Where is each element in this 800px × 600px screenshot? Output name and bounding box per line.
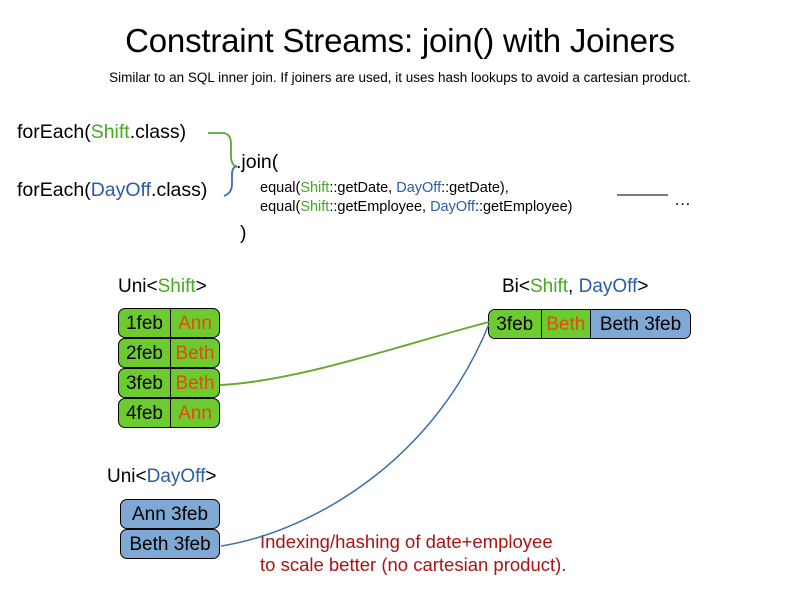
caption-uni-dayoff: Uni<DayOff> <box>107 465 217 489</box>
shift-fact-name: Ann <box>169 399 219 427</box>
code-joiner-2-right-method: ::getEmployee) <box>474 199 573 215</box>
code-foreach-shift-suffix: .class) <box>129 121 187 143</box>
bi-tuple-shift-name: Beth <box>540 310 591 338</box>
code-foreach-dayoff: forEach(DayOff.class) <box>17 178 207 202</box>
caption-bi-suffix: > <box>637 276 649 297</box>
caption-uni-dayoff-suffix: > <box>205 466 217 487</box>
uni-dayoff-stack: Ann 3feb Beth 3feb <box>120 499 220 559</box>
shift-fact-row[interactable]: 1feb Ann <box>118 308 220 338</box>
code-joiner-2-open: equal( <box>260 199 301 215</box>
code-join-close: ) <box>240 222 247 244</box>
code-joiner-1-left-type: Shift <box>300 180 330 196</box>
shift-fact-date: 3feb <box>125 372 163 394</box>
dayoff-fact-row[interactable]: Beth 3feb <box>120 529 220 559</box>
shift-fact-row[interactable]: 4feb Ann <box>118 398 220 428</box>
bi-tuple-shift-date: 3feb <box>489 310 541 338</box>
dayoff-fact-label: Beth 3feb <box>129 533 211 555</box>
code-joiner-2-left-method: ::getEmployee, <box>329 199 431 215</box>
wire-shift-row-to-bi <box>219 321 490 386</box>
dayoff-fact-label: Ann 3feb <box>131 503 209 525</box>
bi-tuple-row[interactable]: 3feb Beth Beth 3feb <box>488 309 691 339</box>
indexing-note-line-1: Indexing/hashing of date+employee <box>260 531 553 552</box>
code-joiner-1-right-method: ::getDate), <box>441 180 509 196</box>
caption-uni-shift-prefix: Uni< <box>118 276 158 297</box>
shift-fact-date: 2feb <box>125 342 163 364</box>
caption-bi-prefix: Bi< <box>502 276 530 297</box>
caption-uni-shift-type: Shift <box>157 276 196 297</box>
indexing-note: Indexing/hashing of date+employee to sca… <box>260 530 566 576</box>
code-foreach-dayoff-prefix: forEach( <box>17 179 91 201</box>
caption-uni-shift: Uni<Shift> <box>118 275 207 299</box>
caption-uni-shift-suffix: > <box>195 276 207 297</box>
shift-fact-row[interactable]: 3feb Beth <box>118 368 220 398</box>
code-foreach-shift-type: Shift <box>90 121 130 143</box>
shift-fact-date: 4feb <box>125 402 163 424</box>
code-foreach-dayoff-type: DayOff <box>90 179 152 201</box>
code-joiner-2-right-type: DayOff <box>430 199 475 215</box>
code-joiner-1-left-method: ::getDate, <box>329 180 397 196</box>
code-joiner-1-right-type: DayOff <box>396 180 442 196</box>
dayoff-fact-row[interactable]: Ann 3feb <box>120 499 220 529</box>
code-join-open: .join( <box>236 151 279 173</box>
bi-tuple-dayoff: Beth 3feb <box>590 310 690 338</box>
caption-uni-dayoff-type: DayOff <box>146 466 206 487</box>
wire-dayoff-row-to-bi <box>220 323 490 547</box>
caption-bi-separator: , <box>568 276 579 297</box>
code-joiner-1-open: equal( <box>260 180 301 196</box>
code-foreach-shift: forEach(Shift.class) <box>17 120 186 144</box>
page-subtitle: Similar to an SQL inner join. If joiners… <box>109 70 691 85</box>
shift-fact-date: 1feb <box>125 312 163 334</box>
uni-shift-stack: 1feb Ann 2feb Beth 3feb Beth 4feb Ann <box>118 308 220 428</box>
indexing-note-line-2: to scale better (no cartesian product). <box>260 554 567 575</box>
wire-shift-to-join <box>208 132 238 168</box>
shift-fact-name: Beth <box>169 339 219 367</box>
shift-fact-name: Ann <box>169 309 219 337</box>
caption-bi-type-a: Shift <box>530 276 569 297</box>
code-foreach-dayoff-suffix: .class) <box>151 179 208 201</box>
caption-bi-type-b: DayOff <box>578 276 638 297</box>
page-title: Constraint Streams: join() with Joiners <box>125 22 675 59</box>
code-foreach-shift-prefix: forEach( <box>17 121 91 143</box>
caption-uni-dayoff-prefix: Uni< <box>107 466 147 487</box>
code-continuation-ellipsis: … <box>674 190 691 209</box>
code-joiner-equal-employee: equal(Shift::getEmployee, DayOff::getEmp… <box>260 198 572 216</box>
code-joiner-equal-date: equal(Shift::getDate, DayOff::getDate), <box>260 179 509 197</box>
caption-bi-shift-dayoff: Bi<Shift, DayOff> <box>502 275 648 299</box>
shift-fact-row[interactable]: 2feb Beth <box>118 338 220 368</box>
code-joiner-2-left-type: Shift <box>300 199 330 215</box>
shift-fact-name: Beth <box>169 369 219 397</box>
